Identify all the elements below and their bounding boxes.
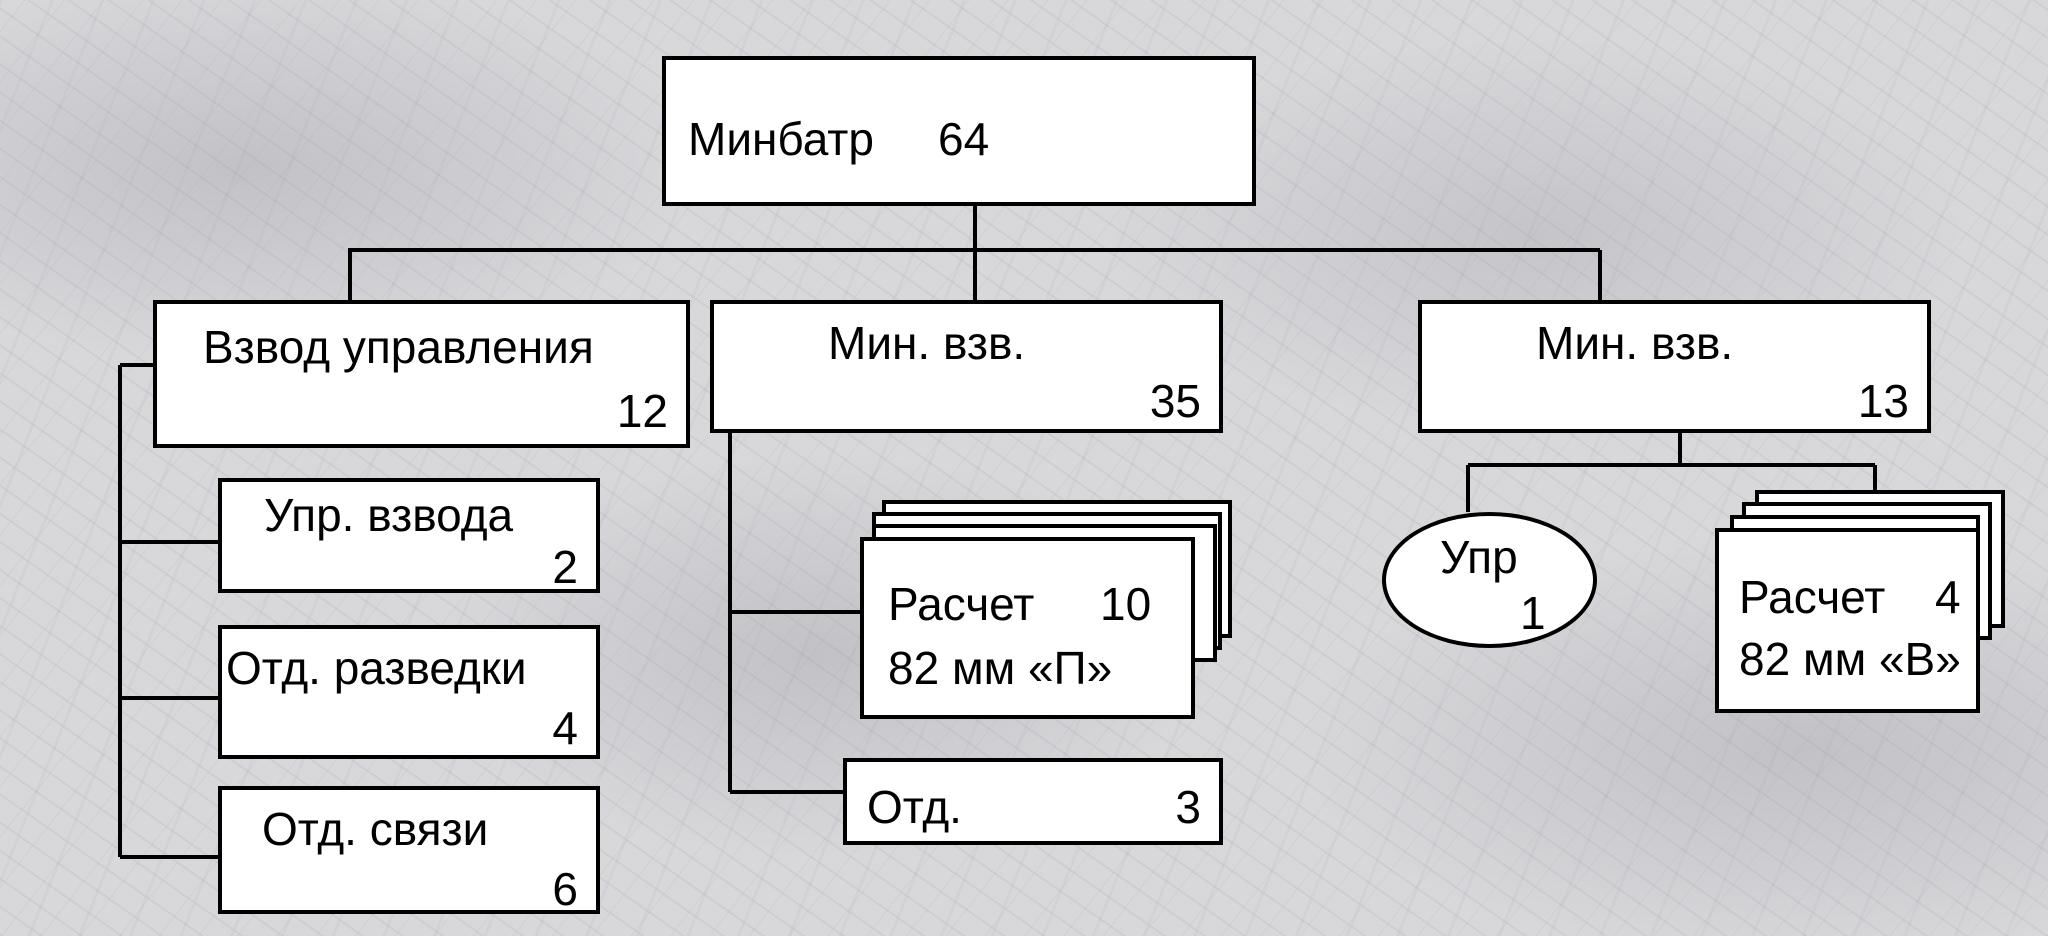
node-upr-ellipse: Упр 1 [1382, 512, 1597, 648]
control-platoon-count: 12 [616, 385, 668, 437]
crew-1-subtitle: 82 мм «П» [888, 642, 1113, 694]
node-squad: Отд. 3 [843, 758, 1223, 845]
otd-razvedki-title: Отд. разведки [226, 642, 527, 694]
squad-count: 3 [1175, 781, 1201, 833]
upr-vzvoda-title: Упр. взвода [264, 489, 514, 541]
upr-title: Упр [1440, 531, 1518, 583]
crew-1-count: 10 [1100, 578, 1152, 630]
control-platoon-title: Взвод управления [203, 321, 594, 373]
otd-svyazi-title: Отд. связи [262, 803, 489, 855]
root-count: 64 [938, 113, 990, 165]
otd-svyazi-count: 6 [552, 863, 578, 915]
squad-title: Отд. [867, 781, 962, 833]
mortar-platoon-1-title: Мин. взв. [828, 317, 1026, 369]
node-mortar-platoon-1: Мин. взв. 35 [710, 300, 1223, 433]
crew-2-count: 4 [1935, 571, 1961, 623]
mortar-platoon-2-count: 13 [1857, 375, 1909, 427]
root-node-minbatr: Минбатр 64 [662, 56, 1256, 206]
crew-2-subtitle: 82 мм «В» [1739, 633, 1961, 685]
mortar-platoon-1-count: 35 [1149, 375, 1201, 427]
upr-count: 1 [1520, 587, 1546, 639]
node-control-platoon: Взвод управления 12 [153, 300, 690, 448]
otd-razvedki-count: 4 [552, 702, 578, 754]
node-upr-vzvoda: Упр. взвода 2 [218, 478, 600, 593]
root-title: Минбатр [688, 113, 874, 165]
node-otd-razvedki: Отд. разведки 4 [218, 625, 600, 759]
node-crew-2: Расчет 4 82 мм «В» [1715, 528, 1980, 713]
crew-1-title: Расчет [888, 578, 1035, 630]
node-otd-svyazi: Отд. связи 6 [218, 786, 600, 914]
mortar-platoon-2-title: Мин. взв. [1536, 317, 1734, 369]
node-mortar-platoon-2: Мин. взв. 13 [1418, 300, 1931, 433]
crew-2-title: Расчет [1739, 571, 1886, 623]
upr-vzvoda-count: 2 [552, 541, 578, 593]
node-crew-1: Расчет 10 82 мм «П» [860, 537, 1195, 719]
